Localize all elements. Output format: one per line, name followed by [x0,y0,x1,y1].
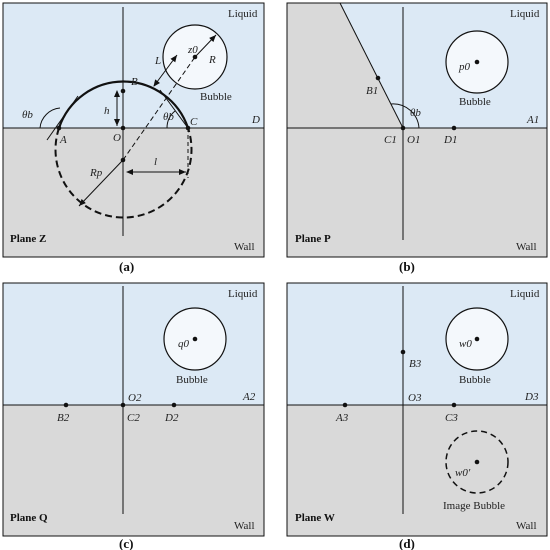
plane-label: Plane Q [10,512,48,524]
point-B2 [63,402,69,408]
circle-center [120,157,126,163]
caption: (d) [399,536,415,550]
wall-label: Wall [234,520,255,532]
point-C3 [451,402,457,408]
plane-label: Plane P [295,233,331,245]
bubble-label: Bubble [200,91,232,103]
point-A [56,125,62,131]
panel-a: Liquid Wall Plane Z Bubble A B C D O h L… [2,2,265,274]
wall-label: Wall [234,241,255,253]
label-z0: z0 [187,44,198,56]
label-h: h [104,105,110,117]
label-O3: O3 [408,392,422,404]
label-A: A [59,134,67,146]
panel-frame [2,282,265,537]
bubble-center [474,59,480,65]
panel-b: Liquid Wall Plane P Bubble p0 B1 θb C1 O… [286,2,548,274]
angle-arc [390,103,420,129]
bubble-center [474,336,480,342]
plane-label: Plane Z [10,233,46,245]
point-B [120,88,126,94]
label-C2: C2 [127,412,140,424]
image-bubble-label: Image Bubble [443,500,505,512]
plane-label: Plane W [295,512,335,524]
label-theta: θb [410,107,421,119]
label-O: O [113,132,121,144]
label-B3: B3 [409,358,422,370]
label-D3: D3 [524,391,539,403]
label-L: L [154,55,161,67]
wall-region [3,128,264,257]
label-O2: O2 [128,392,142,404]
bubble-label: Bubble [459,374,491,386]
radius-Rp-line [78,159,124,207]
wall-label: Wall [516,520,537,532]
label-C1: C1 [384,134,397,146]
caption: (c) [119,536,133,550]
wall-region [3,405,264,536]
caption: (a) [119,259,134,274]
label-D: D [251,114,260,126]
point-B3 [400,349,406,355]
center-line [122,56,196,161]
wall-label: Wall [516,241,537,253]
label-O1: O1 [407,134,420,146]
point-D2 [171,402,177,408]
label-A1: A1 [526,114,539,126]
label-theta-left: θb [22,109,33,121]
label-B2: B2 [57,412,70,424]
image-bubble-center [474,459,480,465]
label-C: C [190,116,198,128]
bubble-center [192,54,198,60]
label-D1: D1 [443,134,457,146]
label-w0-prime: w0′ [455,467,471,479]
label-Rp: Rp [89,167,103,179]
label-A2: A2 [242,391,256,403]
label-R: R [208,54,216,66]
L-dimension [153,54,178,87]
wall-region [287,3,547,257]
panel-frame [2,2,265,258]
label-C3: C3 [445,412,458,424]
liquid-label: Liquid [510,288,540,300]
label-l: l [154,156,157,168]
point-O [120,125,126,131]
tangent-left [46,95,79,141]
caption: (b) [399,259,415,274]
point-B1 [375,75,381,81]
R-dimension [194,34,217,58]
label-p0: p0 [458,61,471,73]
bubble-label: Bubble [459,96,491,108]
liquid-label: Liquid [228,288,258,300]
panel-c: Liquid Wall Plane Q Bubble q0 O2 A2 B2 C… [2,282,265,550]
point-D1 [451,125,457,131]
label-D2: D2 [164,412,179,424]
angle-arc-left [39,107,61,129]
contact-arc-dashed [54,127,193,219]
point-C1 [400,125,406,131]
angle-arc-C [166,110,176,129]
label-B: B [131,76,138,88]
liquid-label: Liquid [228,8,258,20]
panel-frame [286,282,548,537]
label-B1: B1 [366,85,378,97]
wall-edge [339,2,404,129]
bubble-label: Bubble [176,374,208,386]
tangent-C [159,89,189,129]
panel-d: Liquid Wall Plane W Bubble Image Bubble … [286,282,548,550]
point-C [185,125,191,131]
point-A3 [342,402,348,408]
label-q0: q0 [178,338,190,350]
label-w0: w0 [459,338,472,350]
liquid-label: Liquid [510,8,540,20]
bubble-center [192,336,198,342]
point-C2 [120,402,126,408]
panel-frame [286,2,548,258]
label-theta-C: θb [163,111,174,123]
label-A3: A3 [335,412,349,424]
